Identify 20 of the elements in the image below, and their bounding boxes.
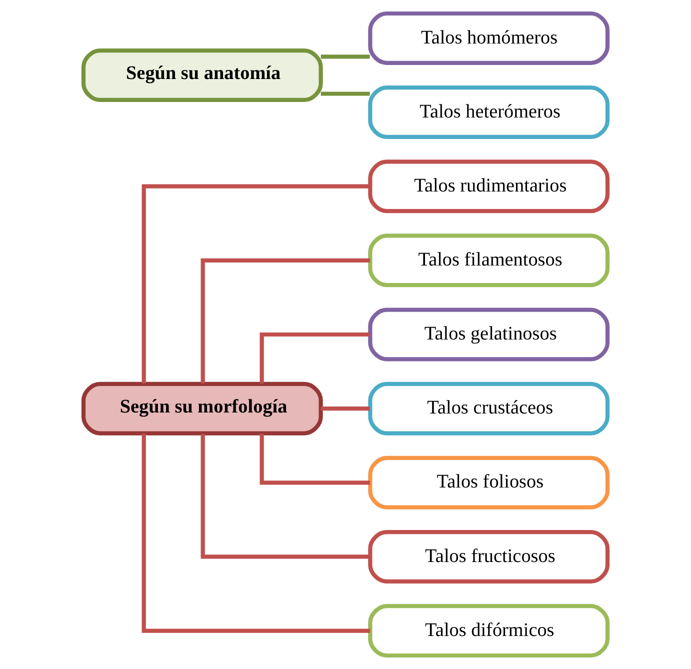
node-box: Talos crustáceos bbox=[368, 382, 610, 436]
node-box: Según su morfología bbox=[81, 382, 323, 436]
node-box: Talos homómeros bbox=[368, 11, 610, 65]
connector bbox=[200, 258, 370, 384]
connector bbox=[260, 332, 370, 384]
connector bbox=[320, 92, 370, 96]
node-box: Talos heterómeros bbox=[368, 86, 610, 140]
node-box: Talos foliosos bbox=[368, 456, 610, 510]
node-box: Talos difórmicos bbox=[368, 604, 610, 658]
node-box: Según su anatomía bbox=[81, 48, 323, 102]
node-box: Talos fructicosos bbox=[368, 530, 610, 584]
connector bbox=[142, 434, 370, 633]
connector bbox=[142, 184, 370, 384]
connector bbox=[320, 406, 370, 411]
connector bbox=[260, 434, 370, 485]
node-box: Talos filamentosos bbox=[368, 234, 610, 288]
node-box: Talos gelatinosos bbox=[368, 308, 610, 362]
connector bbox=[200, 434, 370, 559]
node-box: Talos rudimentarios bbox=[368, 160, 610, 214]
connector bbox=[320, 54, 370, 59]
